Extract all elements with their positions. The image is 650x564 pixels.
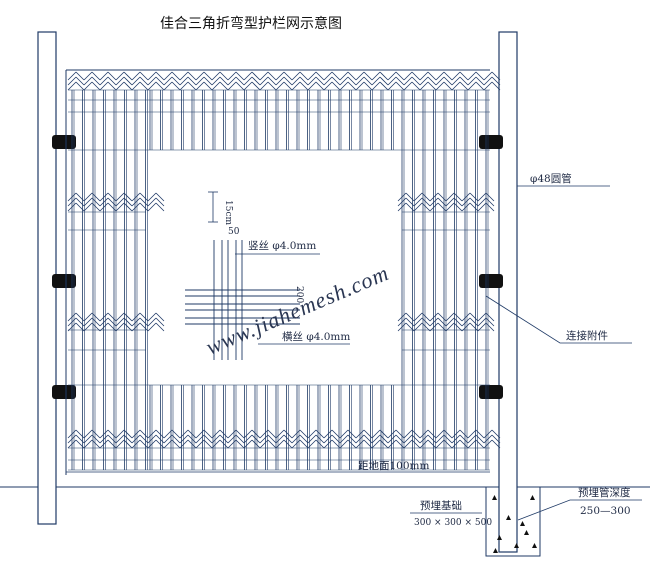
clamp-right-3 bbox=[479, 385, 503, 399]
mesh-panel bbox=[67, 71, 501, 471]
dim-200-label: 200 bbox=[294, 286, 304, 303]
dim-15cm-label: 15cm bbox=[223, 200, 233, 225]
foundation-label: 预埋基础 bbox=[420, 499, 462, 512]
clamp-left-3 bbox=[52, 385, 76, 399]
embed-depth-leader bbox=[517, 499, 642, 521]
clamp-right-2 bbox=[479, 274, 503, 288]
clamp-right-1 bbox=[479, 135, 503, 149]
foundation-stones bbox=[492, 495, 537, 553]
ground-clearance-label: 距地面100mm bbox=[358, 459, 429, 472]
pipe-label: φ48圆管 bbox=[530, 172, 572, 185]
diagram-title: 佳合三角折弯型护栏网示意图 bbox=[160, 15, 342, 32]
right-post bbox=[498, 31, 518, 553]
foundation-outline bbox=[485, 487, 541, 557]
foundation-size-label: 300 × 300 × 500 bbox=[414, 518, 492, 528]
wire-detail bbox=[185, 240, 300, 360]
clamp-left-1 bbox=[52, 135, 76, 149]
horizontal-wire-label: 横丝 φ4.0mm bbox=[282, 330, 350, 343]
connector-leader bbox=[485, 295, 632, 344]
embed-depth-label: 预埋管深度 bbox=[578, 486, 631, 499]
embed-depth-value: 250—300 bbox=[580, 505, 631, 517]
clamp-left-2 bbox=[52, 274, 76, 288]
dim-50-label: 50 bbox=[228, 227, 240, 237]
vertical-wire-label: 竖丝 φ4.0mm bbox=[248, 240, 316, 252]
connector-label: 连接附件 bbox=[566, 329, 608, 342]
